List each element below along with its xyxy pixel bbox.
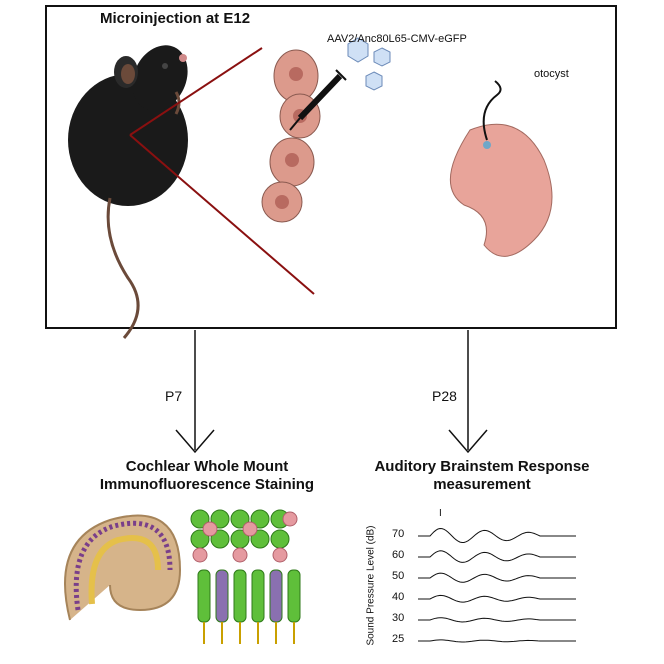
left-panel-heading: Cochlear Whole Mount Immunofluorescence … [99,458,315,493]
abr-trace [418,572,576,583]
syringe-icon [289,69,347,131]
peak-i-label: I [439,508,442,519]
virus-particles [347,37,391,91]
level-label: 30 [392,612,405,624]
panel-title: Microinjection at E12 [100,10,251,27]
abr-trace [418,527,576,543]
abr-trace [418,639,576,643]
arrow-right [448,330,488,454]
level-label: 50 [392,570,405,582]
top-panel-frame [45,5,617,329]
abr-trace [418,594,576,603]
level-label: 70 [392,528,405,540]
otocyst-label: otocyst [534,68,569,80]
uterus-illustration [261,49,321,223]
otocyst-droplet-icon [483,141,491,149]
abr-y-axis-label: Sound Pressure Level (dB) [365,525,377,646]
right-panel-heading: Auditory Brainstem Response measurement [374,458,590,493]
zoom-rays [129,47,315,295]
flow-label-right: P28 [432,388,457,404]
abr-trace [418,617,576,623]
level-label: 25 [392,633,405,645]
virus-label: AAV2/Anc80L65-CMV-eGFP [327,33,467,45]
cochlea-illustration [64,514,182,621]
abr-trace [418,550,576,563]
mouse-illustration [68,45,188,339]
level-label: 40 [392,591,405,603]
abr-waveforms [418,527,576,643]
level-label: 60 [392,549,405,561]
embryo-illustration [450,80,553,257]
flow-label-left: P7 [165,388,183,404]
hair-cells-illustration [190,509,301,644]
arrow-left [175,330,215,454]
